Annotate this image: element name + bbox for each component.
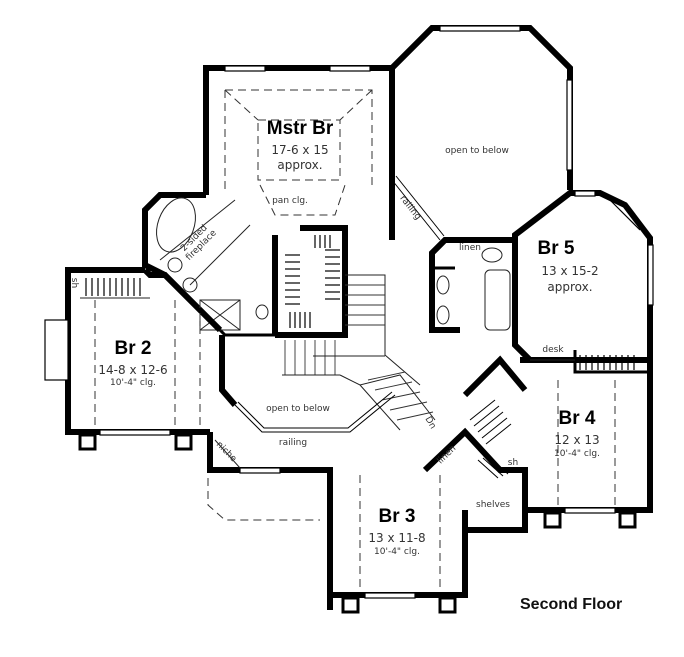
open-to-below-top-label: open to below [445,146,509,156]
shelves-label: shelves [476,500,510,510]
master-ceiling-note: pan clg. [272,196,308,206]
open-to-below-center-label: open to below [266,404,330,414]
br4-ceiling: 10'-4" clg. [554,449,600,459]
br5-bath [429,237,515,333]
linen-br5-label: linen [459,243,481,253]
br5-label: Br 5 [537,238,575,259]
br5-note: approx. [547,280,593,294]
br4-label: Br 4 [558,408,596,429]
br2-ceiling: 10'-4" clg. [110,378,156,388]
open-to-below-octagon [389,25,573,241]
br3-dimensions: 13 x 11-8 [368,531,426,545]
master-bedroom-walls [203,65,395,216]
br5-dimensions: 13 x 15-2 [541,264,599,278]
sh-br2-label: sh [69,277,79,289]
center-open-to-below [219,335,396,433]
railing-center-label: railing [278,438,308,448]
master-bedroom-label: Mstr Br [266,118,334,139]
br4-dimensions: 12 x 13 [554,433,600,447]
br5-walls [512,190,654,374]
desk-label: desk [542,345,564,355]
master-bedroom-note: approx. [277,158,323,172]
br2-dimensions: 14-8 x 12-6 [98,363,168,377]
br2-label: Br 2 [114,338,152,359]
master-closet [275,225,348,338]
br3-label: Br 3 [378,506,416,527]
br3-ceiling: 10'-4" clg. [374,547,420,557]
br3-walls [327,470,468,614]
br2-walls [44,267,223,451]
staircase [282,274,436,431]
sh-br4-label: sh [507,458,519,468]
br4-walls [422,355,653,533]
master-bedroom-dimensions: 17-6 x 15 [271,143,329,157]
floor-title: Second Floor [520,596,623,613]
